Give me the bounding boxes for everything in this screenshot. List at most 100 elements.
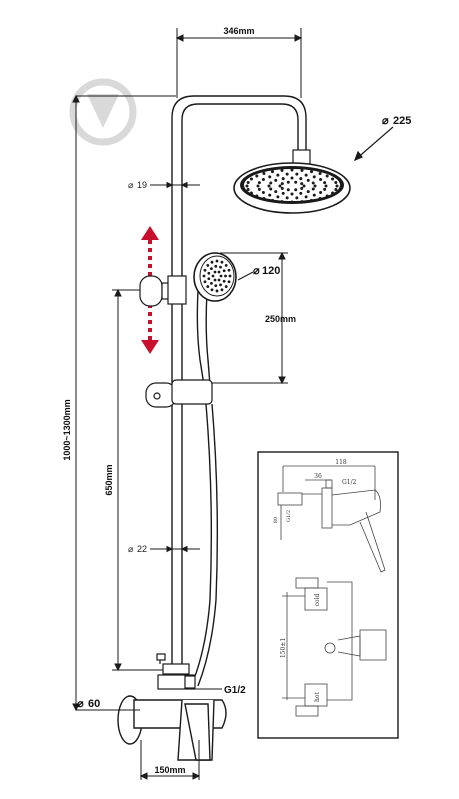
nozzle-dot (311, 181, 315, 185)
wall-bracket (139, 275, 187, 307)
slide-adjust-arrows (141, 226, 159, 354)
outlet-thread-label: G1/2 (224, 685, 246, 696)
nozzle-dot (294, 180, 298, 184)
nozzle-dot (268, 193, 272, 197)
nozzle-dot (262, 171, 266, 175)
hand-nozzle-dot (214, 284, 218, 288)
nozzle-dot (281, 191, 285, 195)
lower-pipe-diameter-label: 22 (137, 544, 147, 554)
nozzle-dot (300, 168, 304, 172)
nozzle-dot (306, 190, 310, 194)
detail-offset-label: 36 (314, 473, 322, 480)
nozzle-dot (334, 180, 338, 184)
lower-pipe-dimension (150, 545, 200, 553)
hand-nozzle-dot (213, 278, 217, 282)
width-dimension (175, 28, 303, 98)
nozzle-dot (280, 200, 284, 204)
nozzle-dot (300, 186, 304, 190)
nozzle-dot (269, 187, 273, 191)
nozzle-dot (300, 182, 304, 186)
hand-nozzle-dot (210, 267, 213, 271)
hand-nozzle-dot (224, 264, 228, 267)
nozzle-dot (323, 187, 327, 191)
nozzle-dot (280, 182, 284, 186)
nozzle-dot (270, 198, 274, 202)
nozzle-dot (290, 168, 294, 172)
nozzle-dot (295, 172, 299, 176)
nozzle-dot (276, 173, 280, 177)
lower-pipe-diameter-symbol: ⌀ (128, 544, 134, 554)
holder-height-label: 650mm (104, 464, 114, 495)
hand-nozzle-dot (215, 289, 219, 293)
nozzle-dot (246, 188, 250, 192)
nozzle-dot (255, 194, 259, 198)
hand-nozzle-dot (210, 288, 214, 292)
nozzle-dot (334, 188, 338, 192)
rain-shower-head (233, 149, 351, 214)
nozzle-dot (306, 178, 310, 182)
nozzle-dot (270, 170, 274, 174)
total-height-label: 1000~1300mm (62, 399, 72, 460)
slide-holder (145, 379, 213, 408)
nozzle-dot (281, 177, 285, 181)
detail-width-label: 118 (335, 459, 347, 466)
nozzle-dot (318, 197, 322, 201)
nozzle-dot (325, 194, 329, 198)
nozzle-dot (269, 181, 273, 185)
nozzle-dot (249, 191, 253, 195)
centers-label: 150mm (154, 765, 185, 775)
nozzle-dot (262, 197, 266, 201)
nozzle-dot (313, 184, 317, 188)
nozzle-dot (324, 184, 328, 188)
hand-nozzle-dot (227, 268, 231, 272)
nozzle-dot (280, 168, 284, 172)
nozzle-dot (276, 195, 280, 199)
hand-nozzle-dot (227, 280, 231, 284)
nozzle-dot (302, 184, 306, 188)
hand-nozzle-dot (203, 280, 207, 284)
nozzle-dot (256, 184, 260, 188)
detail-thread-label: G1/2 (342, 479, 357, 486)
nozzle-dot (331, 177, 335, 181)
nozzle-dot (285, 172, 289, 176)
flange-diameter-symbol: ⌀ (77, 698, 84, 710)
mixer-valve (117, 695, 227, 761)
nozzle-dot (318, 171, 322, 175)
nozzle-dot (274, 178, 278, 182)
watermark-logo-top (69, 78, 137, 146)
nozzle-dot (323, 181, 327, 185)
detail-centers-label: 150±1 (280, 638, 287, 658)
nozzle-dot (311, 187, 315, 191)
nozzle-dot (261, 190, 265, 194)
nozzle-dot (299, 191, 303, 195)
hand-nozzle-dot (217, 270, 221, 274)
nozzle-dot (310, 170, 314, 174)
head-diameter-label: 225 (393, 115, 411, 127)
nozzle-dot (286, 180, 290, 184)
nozzle-dot (312, 175, 316, 179)
hand-nozzle-dot (206, 285, 210, 288)
nozzle-dot (319, 190, 323, 194)
hand-nozzle-dot (228, 274, 232, 278)
head-diameter-leader (353, 126, 394, 162)
hand-nozzle-dot (202, 274, 206, 278)
hand-nozzle-dot (207, 277, 211, 281)
top-pipe-dimension (150, 181, 200, 189)
nozzle-dot (295, 196, 299, 200)
nozzle-dot (285, 196, 289, 200)
nozzle-dot (245, 184, 249, 188)
hand-nozzle-dot (213, 270, 217, 274)
shower-riser (171, 95, 307, 675)
nozzle-dot (268, 175, 272, 179)
holder-height-dimension (112, 288, 165, 672)
hand-dimension (212, 251, 288, 385)
hand-nozzle-dot (219, 283, 222, 287)
nozzle-dot (300, 200, 304, 204)
nozzle-dot (280, 186, 284, 190)
hand-nozzle-dot (207, 271, 211, 275)
detail-cold-label: cold (314, 593, 321, 606)
shower-hose (191, 403, 213, 685)
nozzle-dot (304, 195, 308, 199)
hand-nozzle-dot (220, 260, 224, 264)
hand-shower (193, 252, 237, 386)
